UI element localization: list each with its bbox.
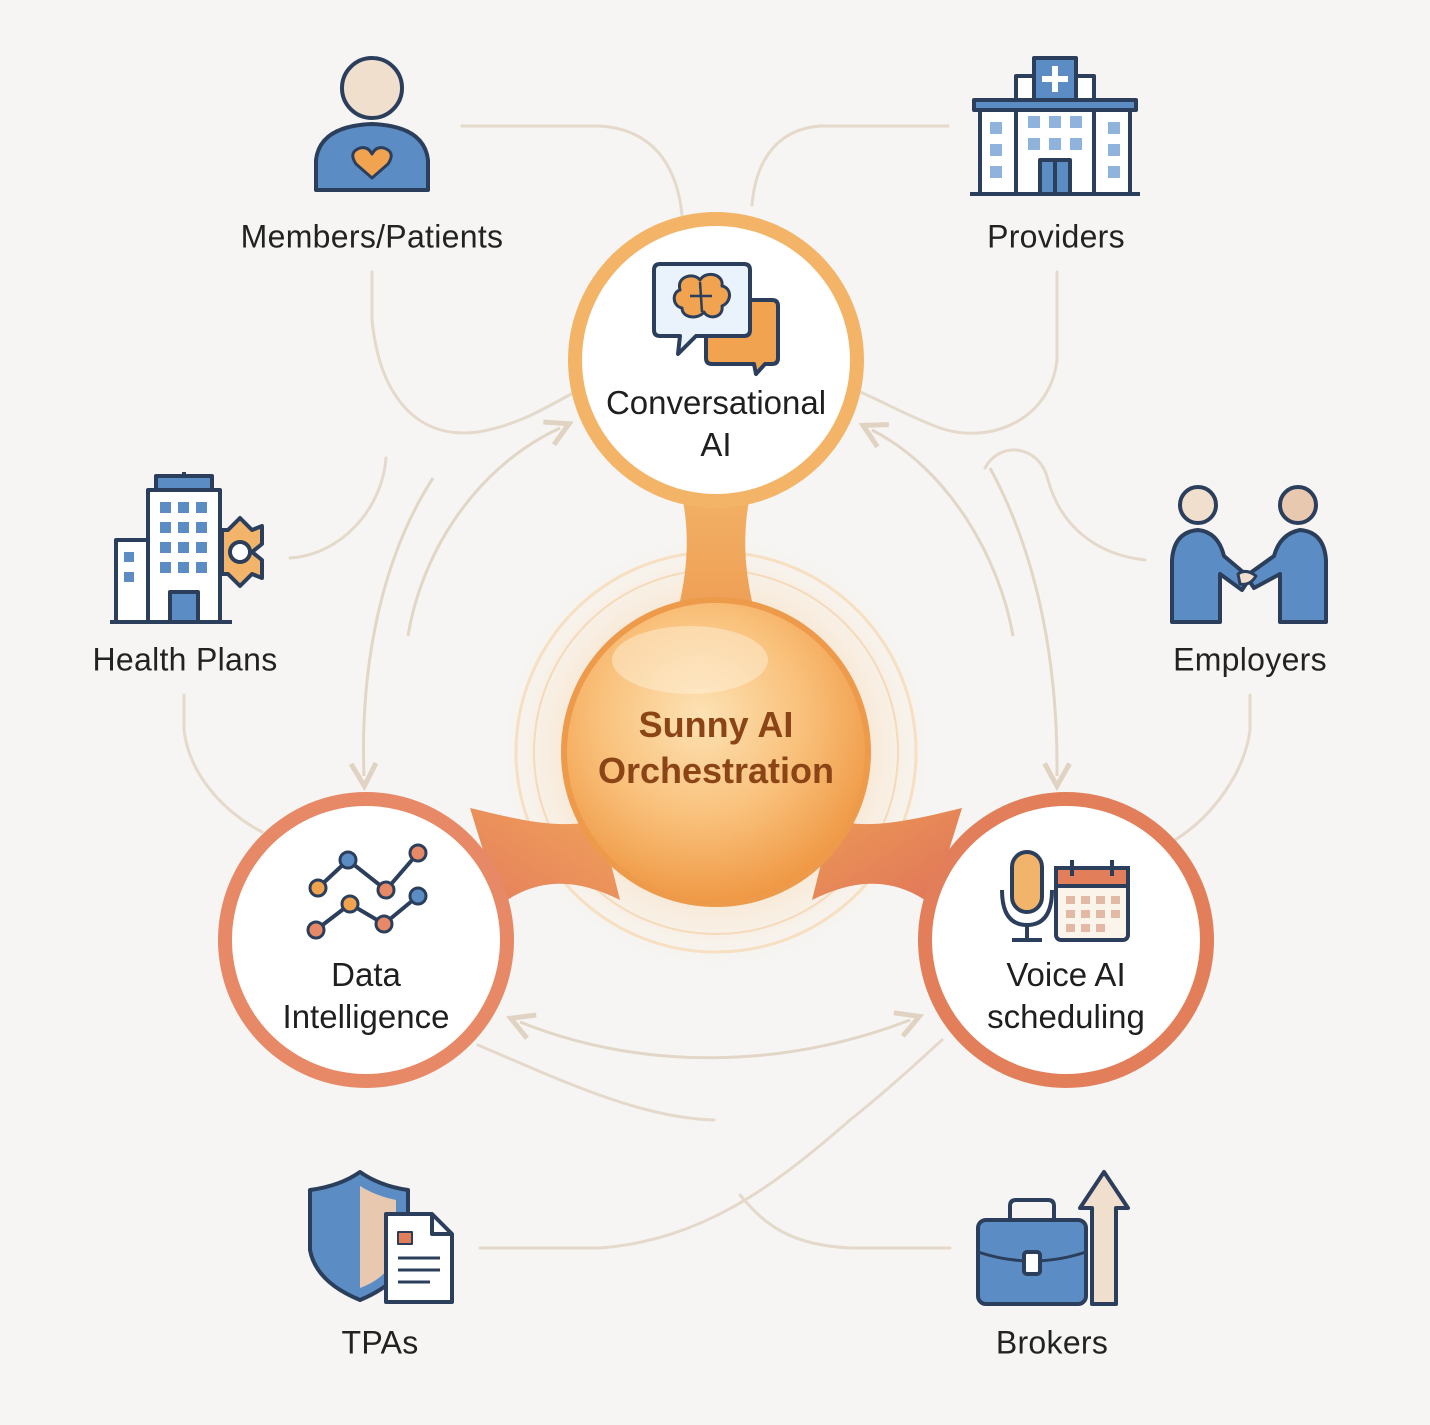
stakeholder-label-health-plans: Health Plans	[92, 641, 278, 678]
node-label-data-line1: Data	[331, 956, 401, 993]
node-label-data: Data Intelligence	[283, 954, 450, 1038]
briefcase-growth-icon	[976, 1170, 1130, 1306]
node-label-conversational-line2: AI	[700, 426, 732, 463]
arm-left	[470, 808, 620, 905]
flow-arrows	[364, 428, 1058, 1060]
arm-right	[812, 808, 962, 905]
stakeholder-label-tpas: TPAs	[341, 1324, 419, 1361]
center-sphere	[561, 597, 871, 907]
stakeholder-label-employers: Employers	[1173, 641, 1327, 678]
node-label-conversational: Conversational AI	[606, 382, 826, 466]
patient-icon	[314, 56, 430, 192]
node-label-voice-line1: Voice AI	[1006, 956, 1126, 993]
node-label-voice-line2: scheduling	[987, 998, 1145, 1035]
brain-chat-icon	[652, 262, 780, 376]
node-label-voice: Voice AI scheduling	[987, 954, 1145, 1038]
stakeholder-label-providers: Providers	[987, 218, 1125, 255]
stakeholder-label-members: Members/Patients	[240, 218, 504, 255]
handshake-icon	[1170, 485, 1328, 624]
center-title-line1: Sunny AI	[638, 704, 794, 745]
shield-document-icon	[308, 1170, 454, 1304]
mic-calendar-icon	[1000, 850, 1130, 942]
center-title-line2: Orchestration	[597, 750, 835, 791]
hospital-icon	[970, 56, 1140, 196]
line-chart-icon	[306, 843, 428, 940]
node-data	[218, 792, 514, 1088]
building-gear-icon	[110, 472, 264, 624]
connector-lines	[182, 124, 1252, 1250]
node-label-conversational-line1: Conversational	[605, 384, 827, 421]
node-label-data-line2: Intelligence	[282, 998, 450, 1035]
stakeholder-label-brokers: Brokers	[995, 1324, 1109, 1361]
center-title: Sunny AI Orchestration	[598, 702, 834, 794]
